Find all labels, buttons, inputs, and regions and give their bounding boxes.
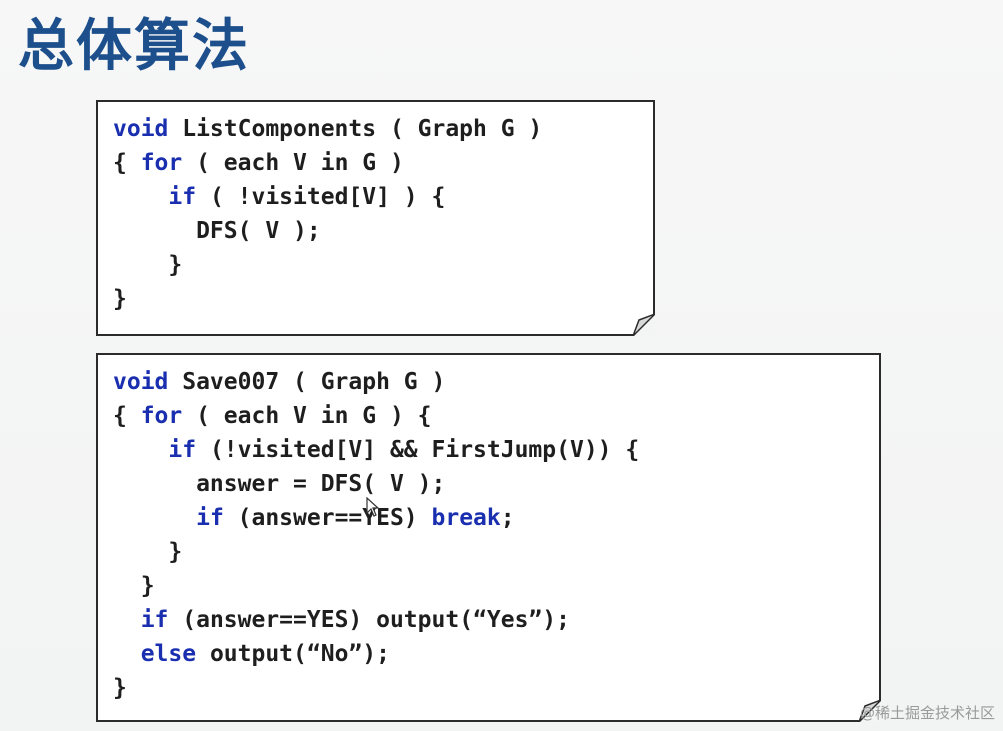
code-keyword: if: [140, 607, 169, 633]
code-keyword: break: [431, 505, 501, 531]
code-text: (!visited[V] && FirstJump(V)) {: [196, 437, 640, 463]
code-block-save007: void Save007 ( Graph G ) { for ( each V …: [113, 365, 639, 705]
mouse-pointer-icon: [366, 497, 380, 517]
code-line: }: [113, 252, 182, 278]
code-text: ( each V in G ) {: [182, 403, 432, 429]
code-text: [113, 505, 196, 531]
code-text: output(“No”);: [196, 641, 390, 667]
code-text: {: [113, 150, 141, 176]
code-line: void ListComponents ( Graph G ): [113, 116, 542, 142]
code-text: }: [113, 286, 127, 312]
code-text: ListComponents ( Graph G ): [168, 116, 543, 142]
code-text: {: [113, 403, 141, 429]
code-keyword: if: [168, 437, 197, 463]
code-line: { for ( each V in G ) {: [113, 403, 432, 429]
code-block-list-components: void ListComponents ( Graph G ) { for ( …: [113, 112, 542, 316]
code-text: }: [113, 675, 127, 701]
code-text: answer = DFS( V );: [113, 471, 446, 497]
code-line: DFS( V );: [113, 218, 321, 244]
code-keyword: if: [196, 505, 224, 531]
code-text: [113, 184, 168, 210]
code-box-save007: void Save007 ( Graph G ) { for ( each V …: [96, 353, 881, 722]
code-line: void Save007 ( Graph G ): [113, 369, 445, 395]
code-keyword: void: [113, 116, 169, 142]
code-text: }: [113, 252, 183, 278]
code-text: [113, 437, 168, 463]
code-text: (answer==YES): [223, 505, 432, 531]
code-text: }: [113, 539, 183, 565]
code-line: if (answer==YES) break;: [113, 505, 515, 531]
watermark: @稀土掘金技术社区: [859, 704, 995, 722]
code-line: if (answer==YES) output(“Yes”);: [113, 607, 570, 633]
code-keyword: void: [113, 369, 169, 395]
code-line: }: [113, 675, 127, 701]
code-line: }: [113, 286, 127, 312]
code-line: }: [113, 539, 182, 565]
code-text: (answer==YES) output(“Yes”);: [168, 607, 570, 633]
code-keyword: for: [140, 403, 183, 429]
page-fold-icon: [859, 700, 881, 722]
code-line: else output(“No”);: [113, 641, 390, 667]
code-text: ( !visited[V] ) {: [196, 184, 446, 210]
code-keyword: for: [140, 150, 183, 176]
code-line: { for ( each V in G ): [113, 150, 404, 176]
code-line: if ( !visited[V] ) {: [113, 184, 445, 210]
page-fold-icon: [633, 314, 655, 336]
code-line: }: [113, 573, 155, 599]
code-text: ( each V in G ): [182, 150, 404, 176]
code-text: [113, 607, 141, 633]
page-title: 总体算法: [18, 14, 250, 79]
code-keyword: if: [168, 184, 197, 210]
code-box-list-components: void ListComponents ( Graph G ) { for ( …: [96, 100, 655, 336]
code-text: DFS( V );: [113, 218, 321, 244]
code-text: ;: [500, 505, 515, 531]
code-text: [113, 641, 141, 667]
code-keyword: else: [140, 641, 197, 667]
code-line: if (!visited[V] && FirstJump(V)) {: [113, 437, 639, 463]
code-text: }: [113, 573, 155, 599]
code-line: answer = DFS( V );: [113, 471, 445, 497]
code-text: Save007 ( Graph G ): [168, 369, 446, 395]
